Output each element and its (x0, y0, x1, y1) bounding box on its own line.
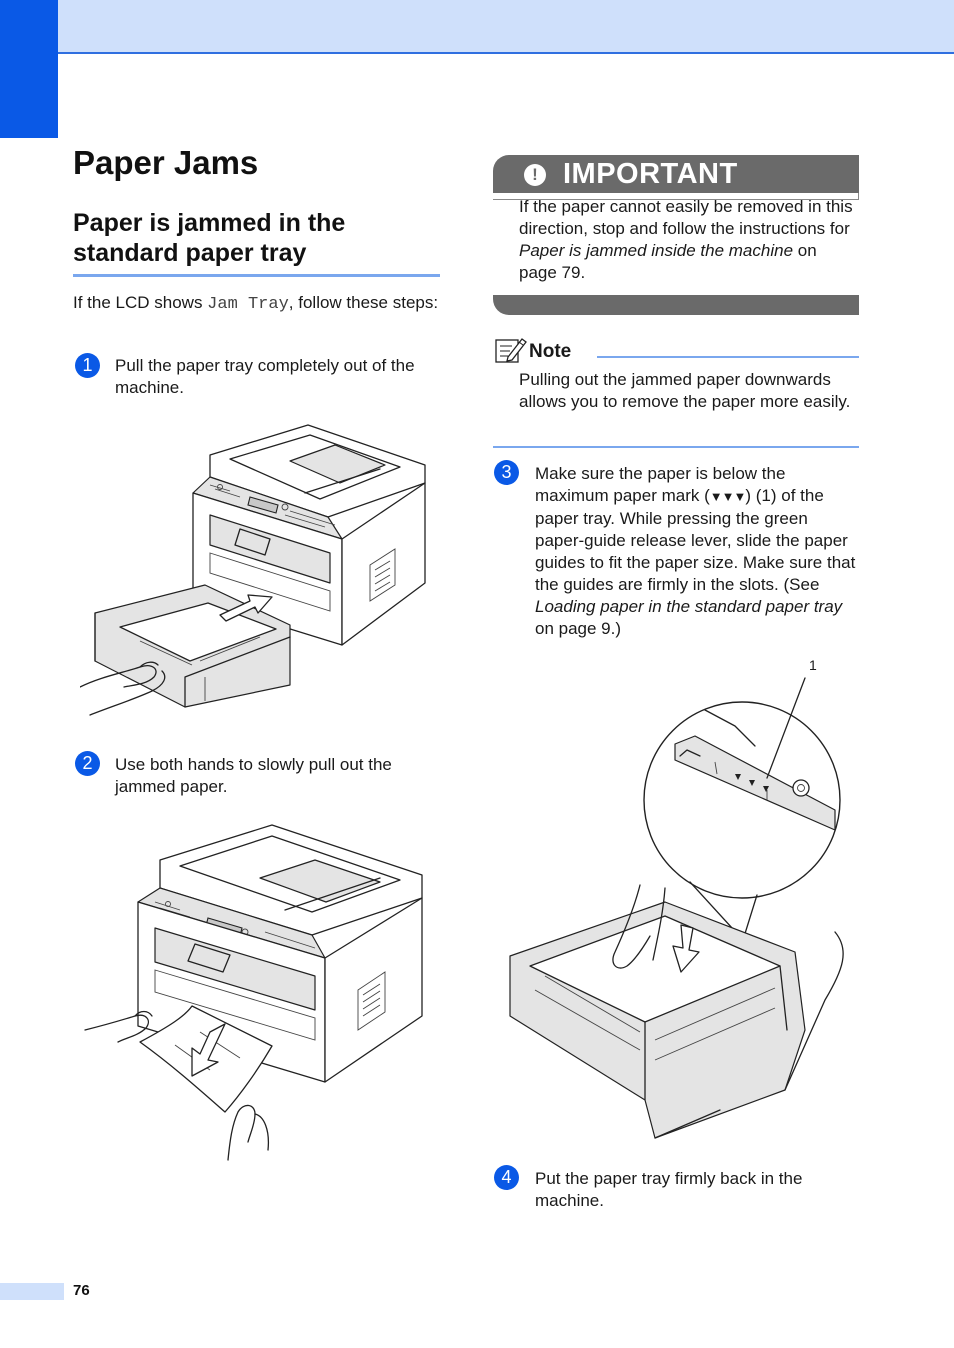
step-4-text: Put the paper tray firmly back in the ma… (535, 1169, 803, 1210)
exclamation-icon: ! (524, 164, 546, 186)
footer-bar (0, 1283, 64, 1300)
step-2-text: Use both hands to slowly pull out the ja… (115, 755, 392, 796)
header-band (0, 0, 954, 54)
step-3-badge: 3 (494, 460, 519, 485)
important-header (493, 155, 859, 193)
important-label: IMPORTANT (563, 158, 738, 190)
figure-pull-tray (80, 424, 426, 716)
note-text: Pulling out the jammed paper downwards a… (519, 370, 851, 411)
intro-text: If the LCD shows Jam Tray, follow these … (73, 293, 439, 314)
important-reference: Paper is jammed inside the machine (519, 241, 794, 260)
figure-paper-mark (509, 677, 844, 1139)
page-number: 76 (73, 1282, 90, 1299)
note-label: Note (529, 341, 572, 362)
pencil-note-icon (495, 338, 527, 363)
important-text: If the paper cannot easily be removed in… (519, 197, 853, 282)
step-2-badge: 2 (75, 751, 100, 776)
important-frame (493, 193, 859, 200)
page-title: Paper Jams (73, 144, 259, 181)
max-paper-mark: ▼▼▼ (709, 489, 747, 504)
note-bottom-rule (493, 446, 859, 448)
figure-pull-paper (84, 824, 423, 1161)
callout-label: 1 (809, 657, 817, 673)
step-4-badge: 4 (494, 1165, 519, 1190)
step-1-text: Pull the paper tray completely out of th… (115, 356, 415, 397)
important-footer (493, 295, 859, 315)
chapter-tab (0, 0, 58, 138)
step-3-text: Make sure the paper is below the maximum… (535, 464, 856, 638)
step-3-reference: Loading paper in the standard paper tray (535, 597, 843, 616)
lcd-message: Jam Tray (207, 295, 289, 314)
section-title: Paper is jammed in the standard paper tr… (73, 208, 440, 277)
note-rule (597, 356, 859, 358)
step-1-badge: 1 (75, 353, 100, 378)
